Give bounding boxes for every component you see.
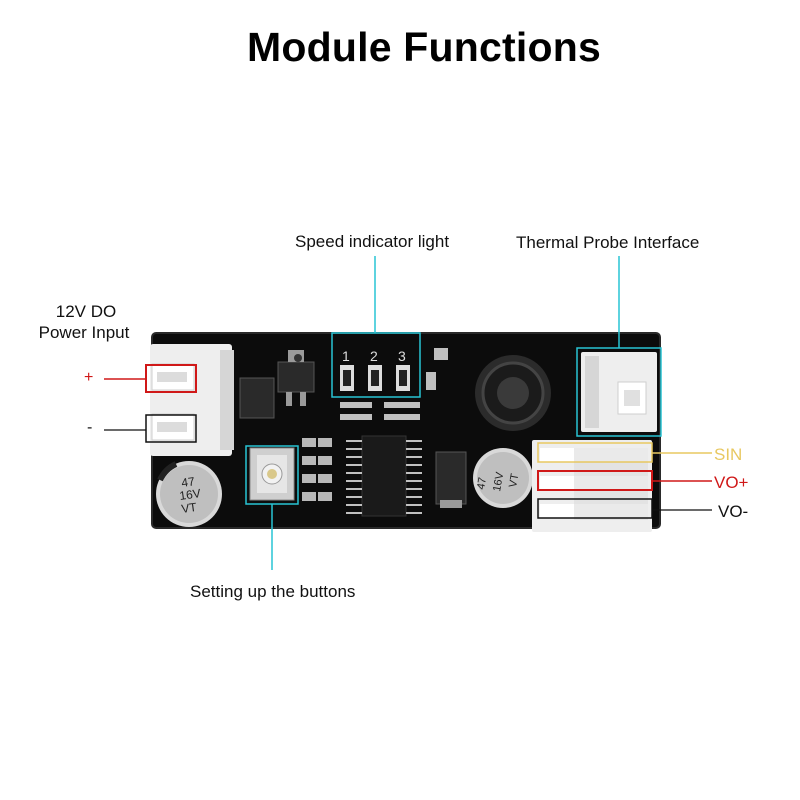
led-number-2: 2	[370, 348, 378, 364]
speed-indicator-label: Speed indicator light	[295, 232, 450, 251]
page-title: Module Functions	[247, 24, 601, 70]
vo-minus-pin-highlight	[537, 498, 653, 519]
vo-plus-label: VO+	[714, 473, 749, 492]
cap-left-text-2: 16V	[178, 486, 201, 503]
cap-right-text-1: 47	[475, 476, 489, 490]
led-number-3: 3	[398, 348, 406, 364]
led-callout-box	[331, 332, 421, 398]
capacitor-right: 47 16V VT	[473, 448, 533, 508]
chip-small-left	[239, 377, 275, 419]
thermal-probe-connector	[581, 352, 657, 432]
cap-left-text-3: VT	[180, 500, 198, 516]
power-input-label-line1: 12V DO	[55, 302, 117, 321]
minus-pin-highlight	[145, 414, 197, 443]
vo-minus-label: VO-	[718, 502, 749, 521]
inductor	[475, 355, 551, 431]
main-ic	[346, 435, 422, 517]
cap-right-text-3: VT	[507, 472, 521, 488]
regulator-chip	[277, 361, 315, 393]
speed-indicator-leds: 1 2 3	[340, 348, 410, 391]
power-input-connector	[150, 344, 234, 456]
cap-right-text-2: 16V	[491, 471, 506, 493]
thermal-probe-label: Thermal Probe Interface	[516, 233, 700, 252]
sin-label: SIN	[714, 445, 743, 464]
setting-buttons-label: Setting up the buttons	[190, 582, 356, 601]
power-input-label-line2: Power Input	[38, 323, 130, 342]
fan-output-connector	[532, 440, 652, 532]
diode-chip	[435, 451, 467, 505]
cap-left-text-1: 47	[180, 474, 195, 490]
plus-label: +	[84, 369, 94, 386]
setting-button	[249, 447, 295, 501]
minus-label: -	[87, 419, 93, 436]
led-number-1: 1	[342, 348, 350, 364]
capacitor-left: 47 16V VT	[156, 461, 222, 527]
